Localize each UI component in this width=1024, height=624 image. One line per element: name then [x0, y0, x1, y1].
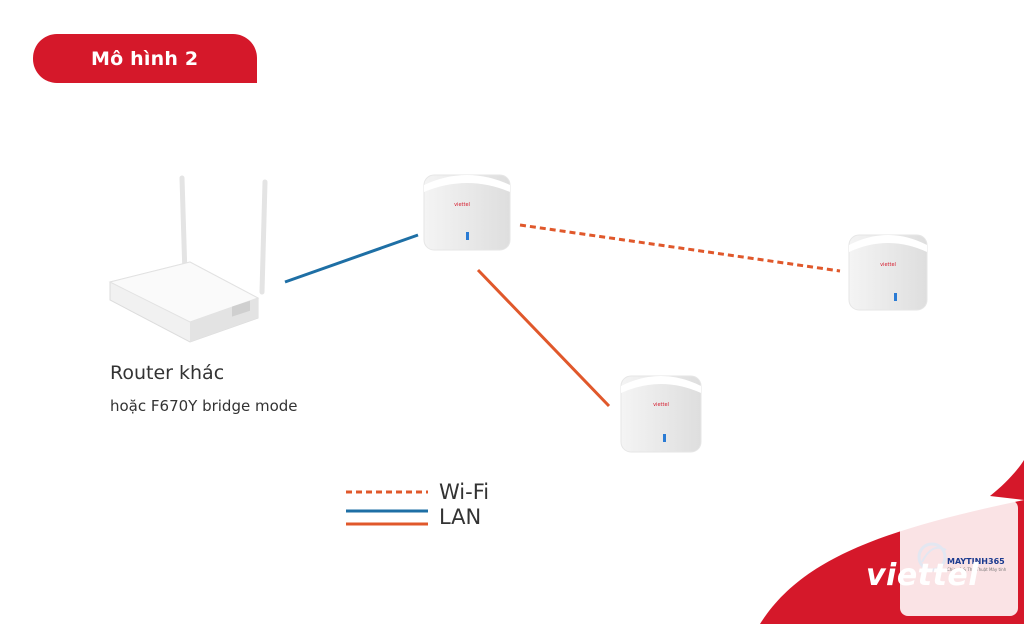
corner-swoosh-tip — [990, 460, 1024, 500]
router-label: Router khác — [110, 362, 225, 384]
lan-link-router-to-main-node — [284, 233, 419, 284]
svg-text:viettel: viettel — [653, 402, 669, 408]
mesh-node-right-icon: viettel — [848, 234, 928, 311]
svg-text:viettel: viettel — [454, 202, 470, 208]
model-badge: Mô hình 2 — [33, 34, 257, 83]
router-sublabel: hoặc F670Y bridge mode — [110, 397, 298, 415]
watermark-tagline: Chia sẻ & Thủ Thuật Máy tính — [947, 567, 1007, 572]
lan-link-main-to-bottom-node — [476, 268, 611, 408]
legend-lan-label: LAN — [439, 505, 482, 529]
legend-wifi-label: Wi-Fi — [439, 480, 490, 504]
watermark-title: MAYTINH365 — [947, 557, 1005, 566]
watermark-panel — [900, 500, 1018, 616]
wifi-link-main-to-right-node — [519, 223, 841, 273]
mesh-node-bottom-icon: viettel — [620, 375, 702, 453]
model-badge-label: Mô hình 2 — [91, 47, 199, 70]
mesh-node-main-icon: viettel — [423, 174, 511, 251]
brand-logo: viettel — [866, 558, 979, 593]
svg-text:viettel: viettel — [880, 262, 896, 268]
router-icon — [108, 175, 268, 343]
